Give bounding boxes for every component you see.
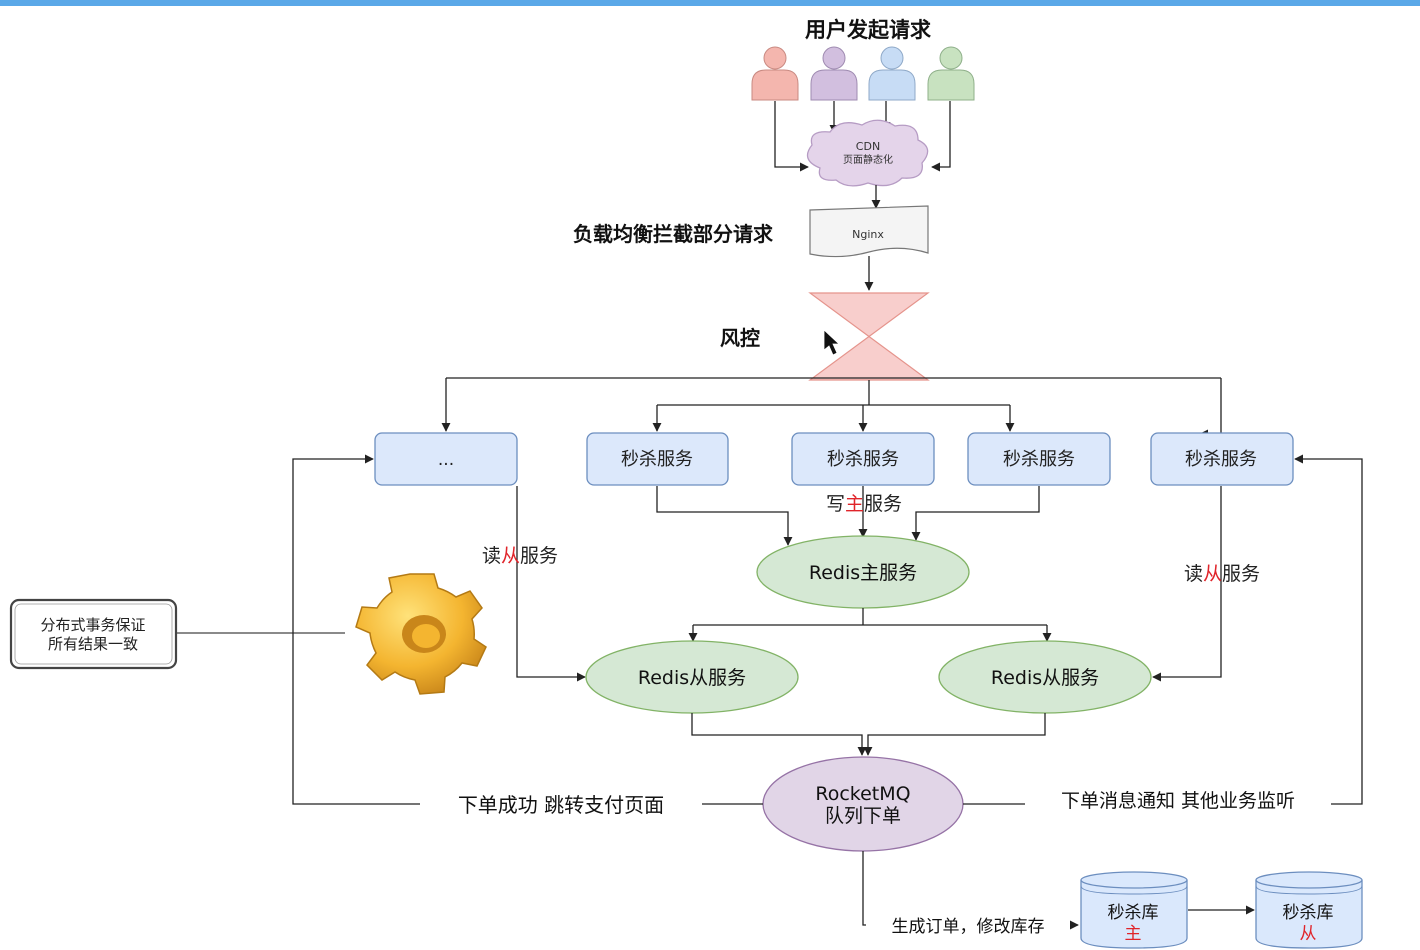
cdn-label: CDN <box>856 140 880 153</box>
order-label-bg <box>866 913 1070 937</box>
svg-text:Redis主服务: Redis主服务 <box>809 562 917 584</box>
seckill-db-slave: 秒杀库 从 <box>1255 871 1363 949</box>
svg-text:分布式事务保证: 分布式事务保证 <box>40 616 145 634</box>
order-notify-label: 下单消息通知 其他业务监听 <box>1061 790 1295 812</box>
svg-text:RocketMQ: RocketMQ <box>815 783 910 805</box>
redis-slave-right: Redis从服务 <box>938 640 1152 714</box>
risk-service-connectors <box>441 377 1222 439</box>
redis-master: Redis主服务 <box>756 535 970 609</box>
write-master-connectors <box>656 486 1040 546</box>
right-loop-connector <box>963 454 1363 805</box>
cursor-icon <box>823 329 841 356</box>
left-label-bg <box>420 790 702 818</box>
user-icon <box>868 46 916 101</box>
nginx-node: Nginx <box>809 205 929 258</box>
svg-text:秒杀服务: 秒杀服务 <box>621 449 693 470</box>
user-icon <box>810 46 858 101</box>
seckill-service-3: 秒杀服务 <box>967 432 1111 486</box>
transaction-note: 分布式事务保证 所有结果一致 <box>9 598 178 670</box>
svg-text:从: 从 <box>1300 924 1317 944</box>
user-icon <box>751 46 799 101</box>
service-box-ellipsis: ... <box>374 432 518 486</box>
right-label-bg <box>1025 787 1331 815</box>
rocketmq-node: RocketMQ 队列下单 <box>762 756 964 852</box>
svg-text:秒杀服务: 秒杀服务 <box>827 449 899 470</box>
svg-text:队列下单: 队列下单 <box>825 805 901 827</box>
svg-text:Redis从服务: Redis从服务 <box>638 667 746 689</box>
svg-text:秒杀库: 秒杀库 <box>1108 903 1159 923</box>
svg-text:秒杀库: 秒杀库 <box>1283 903 1334 923</box>
read-slave-right-connector <box>1152 486 1222 682</box>
master-slave-connectors <box>688 608 1052 642</box>
cdn-cloud: CDN 页面静态化 <box>806 119 929 187</box>
write-master-label: 写主服务 <box>826 493 902 515</box>
top-accent-bar <box>0 0 1420 6</box>
redis-slave-left: Redis从服务 <box>585 640 799 714</box>
risk-control-hourglass <box>808 292 930 381</box>
read-slave-right-label: 读从服务 <box>1184 563 1260 585</box>
gear-icon <box>355 573 487 695</box>
risk-label: 风控 <box>720 326 760 350</box>
create-order-label: 生成订单，修改库存 <box>892 917 1045 937</box>
cdn-sub-label: 页面静态化 <box>843 153 893 166</box>
nginx-label: Nginx <box>852 228 884 241</box>
order-success-label: 下单成功 跳转支付页面 <box>458 793 664 817</box>
slave-mq-connectors <box>691 713 1046 756</box>
svg-text:秒杀服务: 秒杀服务 <box>1185 449 1257 470</box>
seckill-service-1: 秒杀服务 <box>586 432 729 486</box>
seckill-service-4: 秒杀服务 <box>1150 432 1294 486</box>
svg-text:...: ... <box>438 450 454 470</box>
svg-text:秒杀服务: 秒杀服务 <box>1003 449 1075 470</box>
svg-text:所有结果一致: 所有结果一致 <box>48 635 138 653</box>
user-icon <box>927 46 975 101</box>
seckill-service-2: 秒杀服务 <box>791 432 935 486</box>
seckill-db-master: 秒杀库 主 <box>1080 871 1188 949</box>
read-slave-left-label: 读从服务 <box>482 545 558 567</box>
read-slave-left-connector <box>516 486 586 682</box>
svg-text:Redis从服务: Redis从服务 <box>991 667 1099 689</box>
svg-text:主: 主 <box>1125 924 1142 944</box>
load-balancer-label: 负载均衡拦截部分请求 <box>573 222 774 246</box>
users-title: 用户发起请求 <box>805 18 931 42</box>
